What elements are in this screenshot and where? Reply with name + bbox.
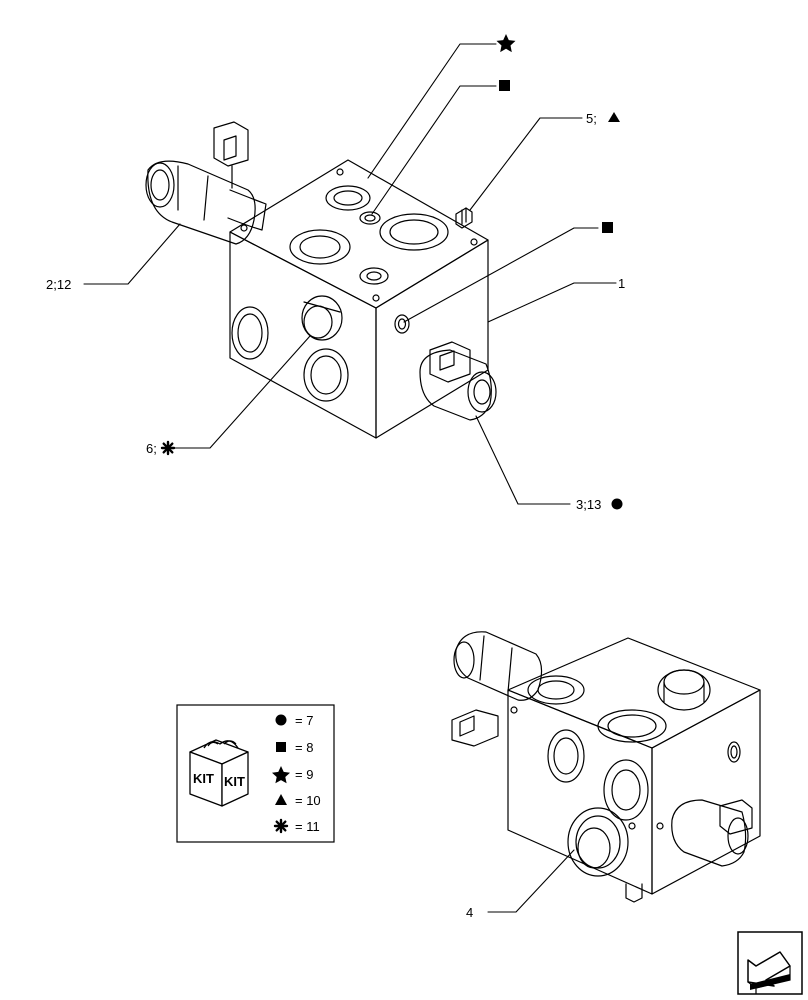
callout-5: 5;	[586, 111, 620, 126]
square-icon	[499, 80, 510, 91]
leader-lines	[83, 43, 617, 913]
callout-label-4: 4	[466, 905, 473, 920]
legend-value-asterisk: = 11	[295, 819, 320, 834]
legend-value-star: = 9	[295, 767, 313, 782]
triangle-icon	[608, 112, 620, 122]
back-arrow-icon[interactable]	[737, 931, 803, 995]
callout-label-3-13: 3;13	[576, 497, 601, 512]
callout-label-6: 6;	[146, 441, 157, 456]
callout-square-top	[499, 80, 510, 91]
callout-label-2-12: 2;12	[46, 277, 71, 292]
callout-3-13: 3;13	[576, 497, 623, 512]
square-icon	[602, 222, 613, 233]
legend-value-square: = 8	[295, 740, 313, 755]
kit-label-left: KIT	[193, 771, 214, 786]
callout-square-right	[602, 222, 613, 233]
callout-label-5: 5;	[586, 111, 597, 126]
asterisk-icon	[273, 818, 289, 834]
legend-value-circle: = 7	[295, 713, 313, 728]
square-icon	[276, 742, 286, 752]
triangle-icon	[275, 794, 287, 805]
star-icon	[272, 766, 290, 784]
circle-icon	[275, 714, 287, 726]
kit-label-right: KIT	[224, 774, 245, 789]
callout-label-1: 1	[618, 276, 625, 291]
circle-icon	[611, 498, 623, 510]
asterisk-icon	[160, 440, 176, 456]
callout-star-top	[496, 34, 516, 53]
callout-6: 6;	[146, 440, 176, 456]
valve-block-top	[145, 121, 497, 439]
kit-legend: KIT KIT = 7 = 8 = 9 = 10 = 11	[176, 704, 335, 843]
kit-box-icon: KIT KIT	[189, 739, 249, 807]
valve-block-bottom	[451, 631, 761, 903]
legend-value-triangle: = 10	[295, 793, 321, 808]
star-icon	[496, 34, 516, 53]
